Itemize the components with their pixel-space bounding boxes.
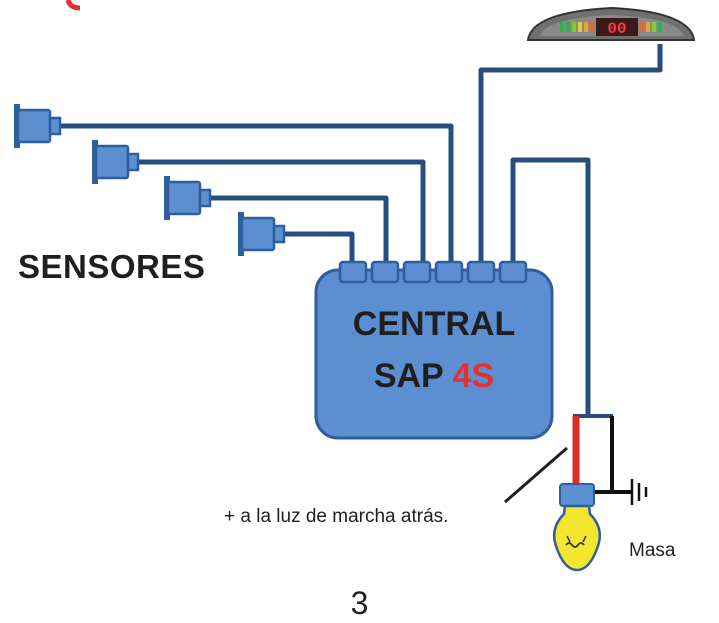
display-icon: 00	[526, 6, 696, 41]
sensors-label: SENSORES	[18, 248, 206, 285]
wire-sensor-1	[58, 123, 454, 266]
corner-mark	[65, 0, 81, 11]
wire-reverse-light	[510, 157, 591, 418]
leader-line	[504, 446, 568, 504]
sensor-2-icon	[92, 140, 140, 184]
central-model-prefix: SAP	[373, 357, 453, 395]
central-box	[314, 268, 554, 440]
display-digits: 00	[607, 20, 626, 38]
wire-sensor-3	[208, 195, 389, 266]
central-connectors	[338, 260, 528, 284]
ground-icon	[630, 479, 648, 505]
wire-sensor-2	[136, 159, 426, 266]
page-number: 3	[350, 585, 369, 621]
sensor-4-icon	[238, 212, 286, 256]
ground-label: Masa	[629, 540, 676, 561]
wire-display	[478, 44, 663, 266]
wire-sensor-4	[282, 231, 355, 266]
bulb-icon	[553, 483, 601, 572]
central-title: CENTRAL	[352, 305, 516, 343]
sensor-3-icon	[164, 176, 212, 220]
sensor-wires	[58, 123, 454, 266]
central-model: SAP 4S	[316, 357, 552, 396]
reverse-light-label: + a la luz de marcha atrás.	[224, 506, 449, 527]
sensor-1-icon	[14, 104, 62, 148]
central-model-accent: 4S	[452, 357, 495, 395]
